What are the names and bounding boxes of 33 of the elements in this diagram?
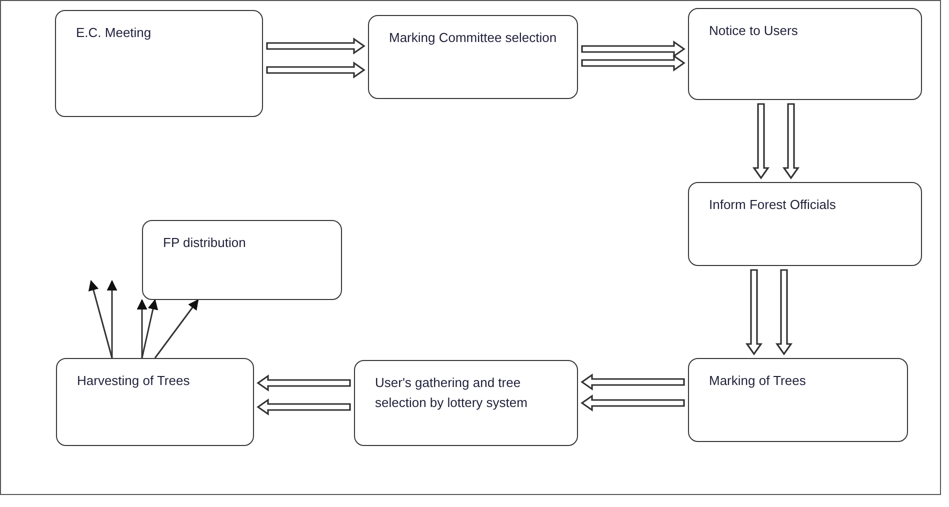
block-arrow: [256, 374, 351, 392]
arrow: [88, 280, 113, 358]
arrow: [141, 298, 158, 358]
process-box: [56, 358, 254, 446]
step-label: User's gathering and tree selection by lottery system: [375, 374, 528, 412]
block-arrow: [775, 269, 793, 356]
arrow: [136, 298, 148, 358]
process-box: [688, 358, 908, 442]
block-arrow: [266, 37, 366, 55]
step-label: E.C. Meeting: [76, 24, 152, 42]
process-box: [688, 182, 922, 266]
block-arrow: [580, 373, 685, 391]
block-arrow: [581, 54, 686, 72]
block-arrow: [782, 103, 800, 180]
step-label: FP distribution: [163, 234, 247, 252]
process-box: [688, 8, 922, 100]
arrow: [106, 280, 118, 358]
step-label: Harvesting of Trees: [77, 372, 191, 390]
step-label: Inform Forest Officials: [709, 196, 837, 214]
step-label: Marking of Trees: [709, 372, 807, 390]
arrow: [154, 299, 199, 358]
block-arrow: [266, 61, 366, 79]
block-arrow: [581, 40, 686, 58]
process-box: [55, 10, 263, 117]
block-arrow: [752, 103, 770, 180]
block-arrow: [256, 398, 351, 416]
process-box: [354, 360, 578, 446]
step-label: Marking Committee selection: [389, 29, 558, 47]
process-box: [368, 15, 578, 99]
block-arrow: [580, 394, 685, 412]
step-label: Notice to Users: [709, 22, 799, 40]
process-box: [142, 220, 342, 300]
block-arrow: [745, 269, 763, 356]
